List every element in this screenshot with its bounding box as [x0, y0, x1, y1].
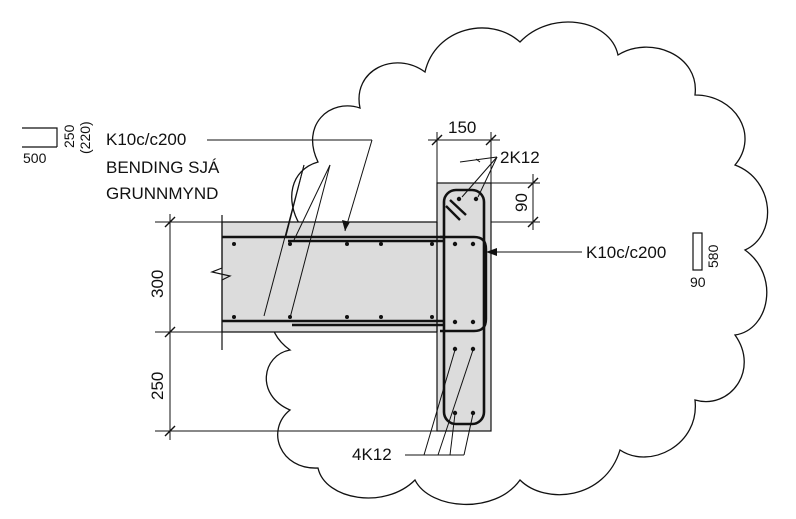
- shape-right-width: 90: [690, 274, 706, 290]
- label-bending-line2: GRUNNMYND: [106, 184, 218, 203]
- label-bending-line1: BENDING SJÁ: [106, 158, 220, 177]
- leader-top-left: K10c/c200 BENDING SJÁ GRUNNMYND: [106, 130, 373, 319]
- leader-4k12: 4K12: [352, 349, 474, 464]
- break-line: [209, 215, 232, 350]
- column-concrete: [436, 182, 492, 432]
- dim-lower-depth: 250: [148, 372, 167, 400]
- leader-2k12: 2K12: [459, 148, 540, 198]
- shape-code-right: 580 90: [690, 232, 721, 290]
- label-top-left-bar: K10c/c200: [106, 130, 186, 149]
- rebar-dots: [232, 196, 479, 416]
- label-top-bars: 2K12: [500, 148, 540, 167]
- shape-left-h1: 250: [61, 124, 77, 148]
- dim-vertical: 300 250: [148, 214, 437, 440]
- stirrup-hook: [449, 199, 467, 216]
- label-right-stirrup: K10c/c200: [586, 243, 666, 262]
- shape-code-left: 500 250 (220): [22, 121, 93, 166]
- shape-right-height: 580: [705, 244, 721, 268]
- shape-left-h2: (220): [77, 121, 93, 154]
- leader-right-stirrup: K10c/c200: [486, 243, 666, 262]
- revision-cloud: [265, 21, 769, 506]
- slab-concrete: [221, 221, 439, 333]
- u-bar: [440, 235, 488, 333]
- dim-slab-thickness: 300: [148, 270, 167, 298]
- label-bottom-bars: 4K12: [352, 445, 392, 464]
- dim-column-width: 150: [448, 118, 476, 137]
- shape-left-length: 500: [23, 150, 47, 166]
- dim-90: 90: [491, 174, 540, 230]
- dim-cover: 90: [512, 193, 531, 212]
- column-stirrup: [442, 188, 486, 426]
